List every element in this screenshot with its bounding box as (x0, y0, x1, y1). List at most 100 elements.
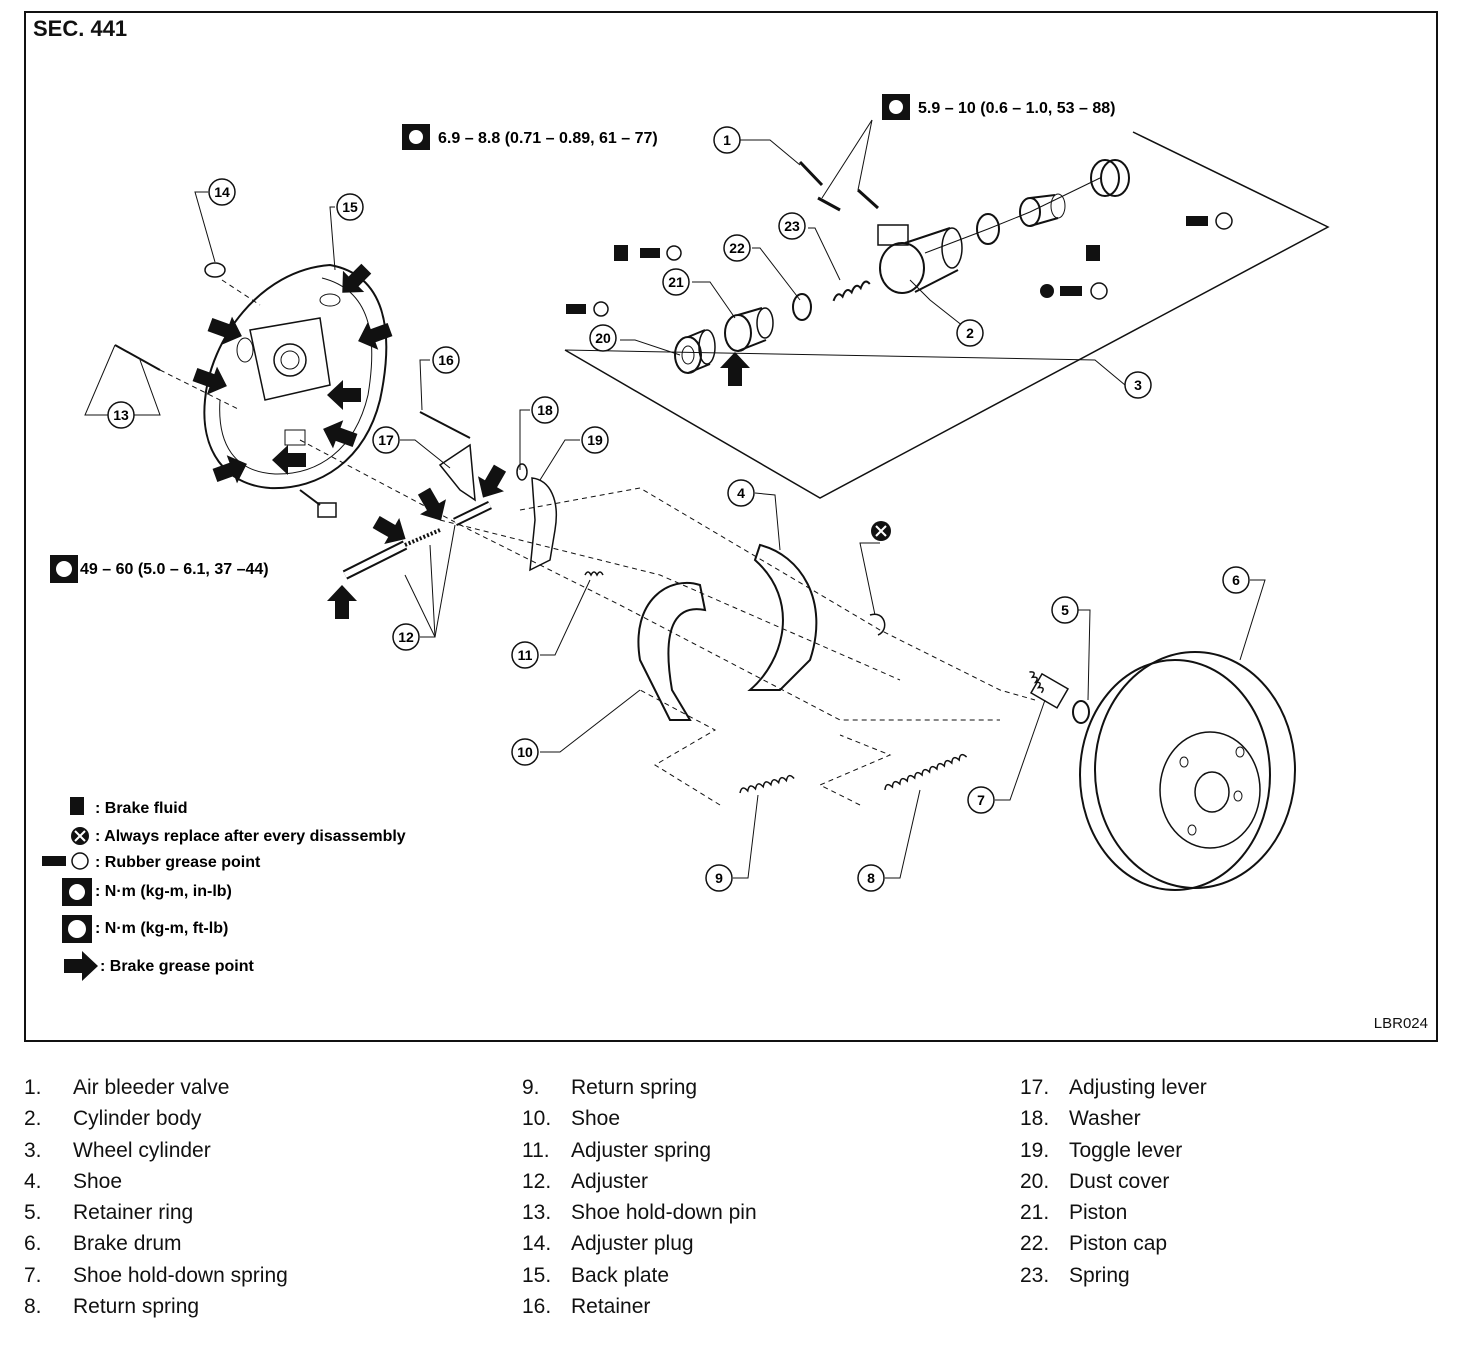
hold-down-spring-drawing (1029, 671, 1044, 694)
callout-4: 4 (727, 479, 755, 507)
legend-replace: : Always replace after every disassembly (95, 828, 406, 845)
spec-back-plate-torque: 49 – 60 (5.0 – 6.1, 37 –44) (80, 561, 269, 578)
parts-list-item: 4.Shoe (24, 1169, 123, 1193)
grease-arrow-icon (352, 315, 396, 356)
piston-cap-right-drawing (976, 213, 1000, 245)
callout-8: 8 (857, 864, 885, 892)
parts-list-item: 6.Brake drum (24, 1232, 182, 1256)
parts-list-item: 3.Wheel cylinder (24, 1138, 211, 1162)
svg-text:21: 21 (668, 274, 684, 290)
parts-column-2: 9.Return spring 10.Shoe 11.Adjuster spri… (522, 1076, 982, 1326)
svg-text:15: 15 (342, 199, 358, 215)
callout-1: 1 (713, 126, 741, 154)
exploded-view-diagram: 6.9 – 8.8 (0.71 – 0.89, 61 – 77) 5.9 – 1… (42, 94, 1330, 981)
callout-16: 16 (432, 346, 460, 374)
parts-list-item: 23.Spring (1020, 1263, 1130, 1287)
svg-text:22: 22 (729, 240, 745, 256)
diagram-frame (24, 11, 1438, 1042)
callout-11: 11 (511, 641, 539, 669)
parts-list-item: 2.Cylinder body (24, 1107, 202, 1131)
rubber-grease-icon (42, 856, 66, 866)
legend-brake-fluid: : Brake fluid (95, 800, 187, 817)
parts-list-item: 7.Shoe hold-down spring (24, 1263, 288, 1287)
rubber-grease-icon (566, 301, 609, 317)
parts-list-item: 8.Return spring (24, 1295, 200, 1319)
svg-text:16: 16 (438, 352, 454, 368)
svg-text:20: 20 (595, 330, 611, 346)
svg-text:13: 13 (113, 407, 129, 423)
rubber-grease-icon (640, 245, 682, 261)
svg-text:3: 3 (1134, 377, 1142, 393)
legend-nm-in-lb: : N·m (kg-m, in-lb) (95, 883, 232, 900)
callout-15: 15 (336, 193, 364, 221)
svg-text:2: 2 (966, 325, 974, 341)
callout-23: 23 (778, 212, 806, 240)
svg-text:19: 19 (587, 432, 603, 448)
adjuster-spring-drawing (584, 571, 604, 577)
adjuster-plug-drawing (204, 262, 226, 278)
callout-14: 14 (208, 178, 236, 206)
toggle-lever-drawing (529, 477, 557, 572)
retainer-ring-drawing (1072, 700, 1090, 724)
parts-list-item: 12.Adjuster (522, 1169, 649, 1193)
parts-list-item: 15.Back plate (522, 1263, 670, 1287)
air-bleeder-drawing (798, 160, 824, 187)
reference-code: LBR024 (1373, 1015, 1428, 1032)
svg-text:9: 9 (715, 870, 723, 886)
grease-arrow-icon (470, 460, 513, 506)
retainer-drawing (419, 411, 471, 439)
svg-text:7: 7 (977, 792, 985, 808)
grease-arrow-icon (204, 310, 248, 351)
svg-text:23: 23 (784, 218, 800, 234)
dust-cover-right-drawing (1090, 159, 1130, 197)
dust-cover-20-drawing (674, 329, 716, 374)
grease-arrow-icon (317, 414, 361, 455)
grease-arrow-icon (327, 380, 361, 410)
spring-23-drawing (832, 280, 871, 302)
return-spring-8-drawing (884, 753, 968, 791)
callout-21: 21 (662, 268, 690, 296)
svg-text:10: 10 (517, 744, 533, 760)
svg-text:4: 4 (737, 485, 745, 501)
legend: : Brake fluid : Always replace after eve… (42, 797, 406, 981)
callout-20: 20 (589, 324, 617, 352)
parts-list-item: 5.Retainer ring (24, 1201, 194, 1225)
parts-list-item: 17.Adjusting lever (1020, 1076, 1207, 1099)
piston-cap-drawing (792, 293, 812, 321)
svg-text:5: 5 (1061, 602, 1069, 618)
clip-drawing (869, 613, 886, 636)
replace-icon (1040, 282, 1108, 300)
callout-9: 9 (705, 864, 733, 892)
piston-right-drawing (1019, 193, 1066, 227)
parts-list-item: 10.Shoe (522, 1107, 621, 1131)
piston-21-drawing (724, 307, 774, 352)
parts-list-item: 1.Air bleeder valve (24, 1076, 230, 1099)
washer-drawing (516, 463, 528, 481)
back-plate-bolt-drawing (317, 502, 337, 518)
callout-10: 10 (511, 738, 539, 766)
svg-text:18: 18 (537, 402, 553, 418)
callout-19: 19 (581, 426, 609, 454)
parts-list-item: 16.Retainer (522, 1295, 651, 1319)
callout-17: 17 (372, 426, 400, 454)
section-title: SEC. 441 (33, 16, 128, 41)
parts-list-item: 13.Shoe hold-down pin (522, 1201, 757, 1225)
legend-rubber-grease: : Rubber grease point (95, 854, 261, 871)
wheel-cylinder-bracket (564, 131, 1330, 499)
parts-column-3: 17.Adjusting lever 18.Washer 19.Toggle l… (1020, 1076, 1472, 1295)
callout-12: 12 (392, 623, 420, 651)
parts-list-item: 22.Piston cap (1020, 1232, 1168, 1256)
parts-list-item: 20.Dust cover (1020, 1169, 1170, 1193)
callout-22: 22 (723, 234, 751, 262)
shoe-left-drawing (637, 581, 707, 721)
spec-cylinder-bolt-torque: 5.9 – 10 (0.6 – 1.0, 53 – 88) (918, 100, 1115, 117)
callout-5: 5 (1051, 596, 1079, 624)
parts-list-item: 19.Toggle lever (1020, 1138, 1183, 1162)
legend-brake-grease: : Brake grease point (100, 958, 255, 975)
parts-column-1: 1.Air bleeder valve 2.Cylinder body 3.Wh… (24, 1076, 484, 1326)
parts-list-item: 18.Washer (1020, 1107, 1141, 1131)
svg-text:17: 17 (378, 432, 394, 448)
callout-3: 3 (1124, 371, 1152, 399)
callout-18: 18 (531, 396, 559, 424)
legend-nm-ft-lb: : N·m (kg-m, ft-lb) (95, 920, 228, 937)
